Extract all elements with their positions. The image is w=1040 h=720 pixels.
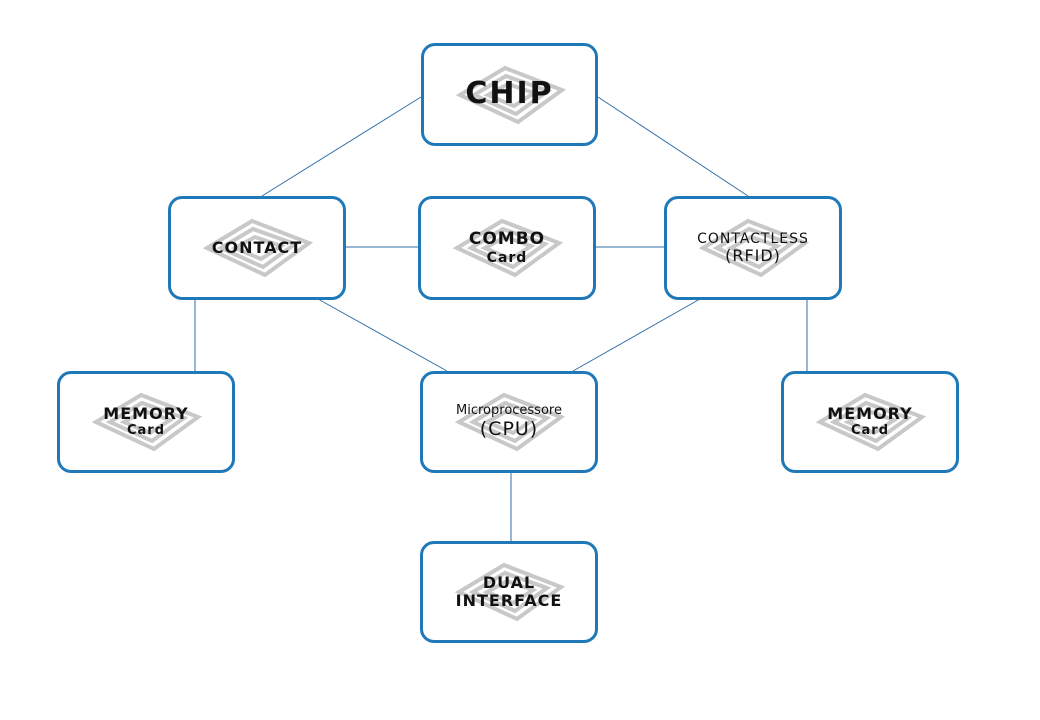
- node-contactless-rfid: CONTACTLESS (RFID): [664, 196, 842, 300]
- node-label-line1: COMBO: [468, 229, 546, 250]
- node-chip: CHIP: [421, 43, 598, 146]
- node-contact: CONTACT: [168, 196, 346, 300]
- node-label: CONTACT: [211, 237, 303, 257]
- node-label-line1: MEMORY: [827, 404, 913, 424]
- node-label-line1: Microprocessore: [456, 402, 562, 418]
- node-memory-card-left: MEMORY Card: [57, 371, 235, 473]
- node-label-line2: INTERFACE: [455, 591, 563, 610]
- node-dual-interface: DUAL INTERFACE: [420, 541, 598, 643]
- edge-contactless-cpu: [572, 298, 701, 372]
- node-label-line2: Card: [850, 422, 890, 438]
- node-label-line1: MEMORY: [103, 404, 189, 424]
- edge-chip-contactless: [597, 96, 749, 197]
- node-label-line2: Card: [126, 422, 166, 438]
- node-combo-card: COMBO Card: [418, 196, 596, 300]
- node-memory-card-right: MEMORY Card: [781, 371, 959, 473]
- node-microprocessor-cpu: Microprocessore (CPU): [420, 371, 598, 473]
- node-label-line1: DUAL: [482, 572, 536, 592]
- edge-contact-cpu: [317, 298, 448, 372]
- node-label-line1: CONTACTLESS: [697, 230, 809, 247]
- node-label-line2: Card: [486, 249, 528, 266]
- node-label-line2: (RFID): [725, 245, 781, 265]
- node-label: CHIP: [465, 76, 554, 112]
- edge-chip-contact: [261, 96, 422, 197]
- node-label-line2: (CPU): [479, 417, 539, 440]
